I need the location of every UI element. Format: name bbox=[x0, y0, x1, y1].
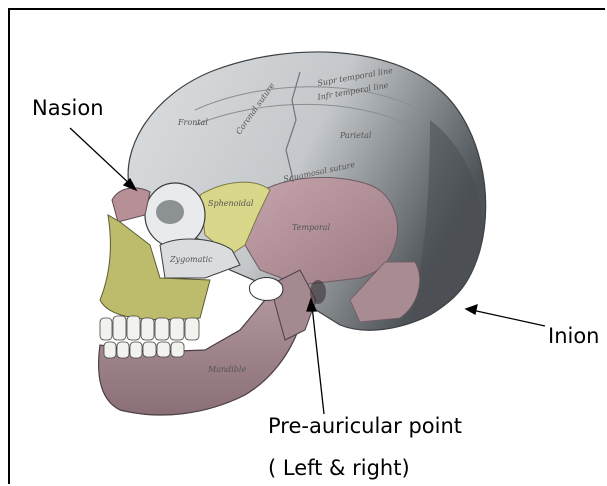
bone-label-temporal: Temporal bbox=[292, 223, 331, 232]
nasal-bone bbox=[112, 188, 150, 222]
left-right-label: ( Left & right) bbox=[268, 456, 410, 480]
nasion-label: Nasion bbox=[32, 96, 104, 120]
upper-teeth bbox=[100, 316, 199, 340]
bone-label-frontal: Frontal bbox=[177, 118, 208, 127]
bone-label-zygomatic: Zygomatic bbox=[169, 255, 213, 264]
bone-label-sphenoidal: Sphenoidal bbox=[208, 199, 254, 208]
ear-canal bbox=[250, 278, 283, 301]
inion-label: Inion bbox=[548, 324, 600, 348]
arrow-nasion bbox=[70, 128, 136, 190]
arrow-inion bbox=[466, 305, 545, 326]
bone-label-parietal: Parietal bbox=[339, 131, 372, 140]
preauricular-label: Pre-auricular point bbox=[268, 414, 462, 438]
lower-teeth bbox=[104, 342, 184, 358]
bone-label-mandible: Mandible bbox=[207, 365, 246, 374]
